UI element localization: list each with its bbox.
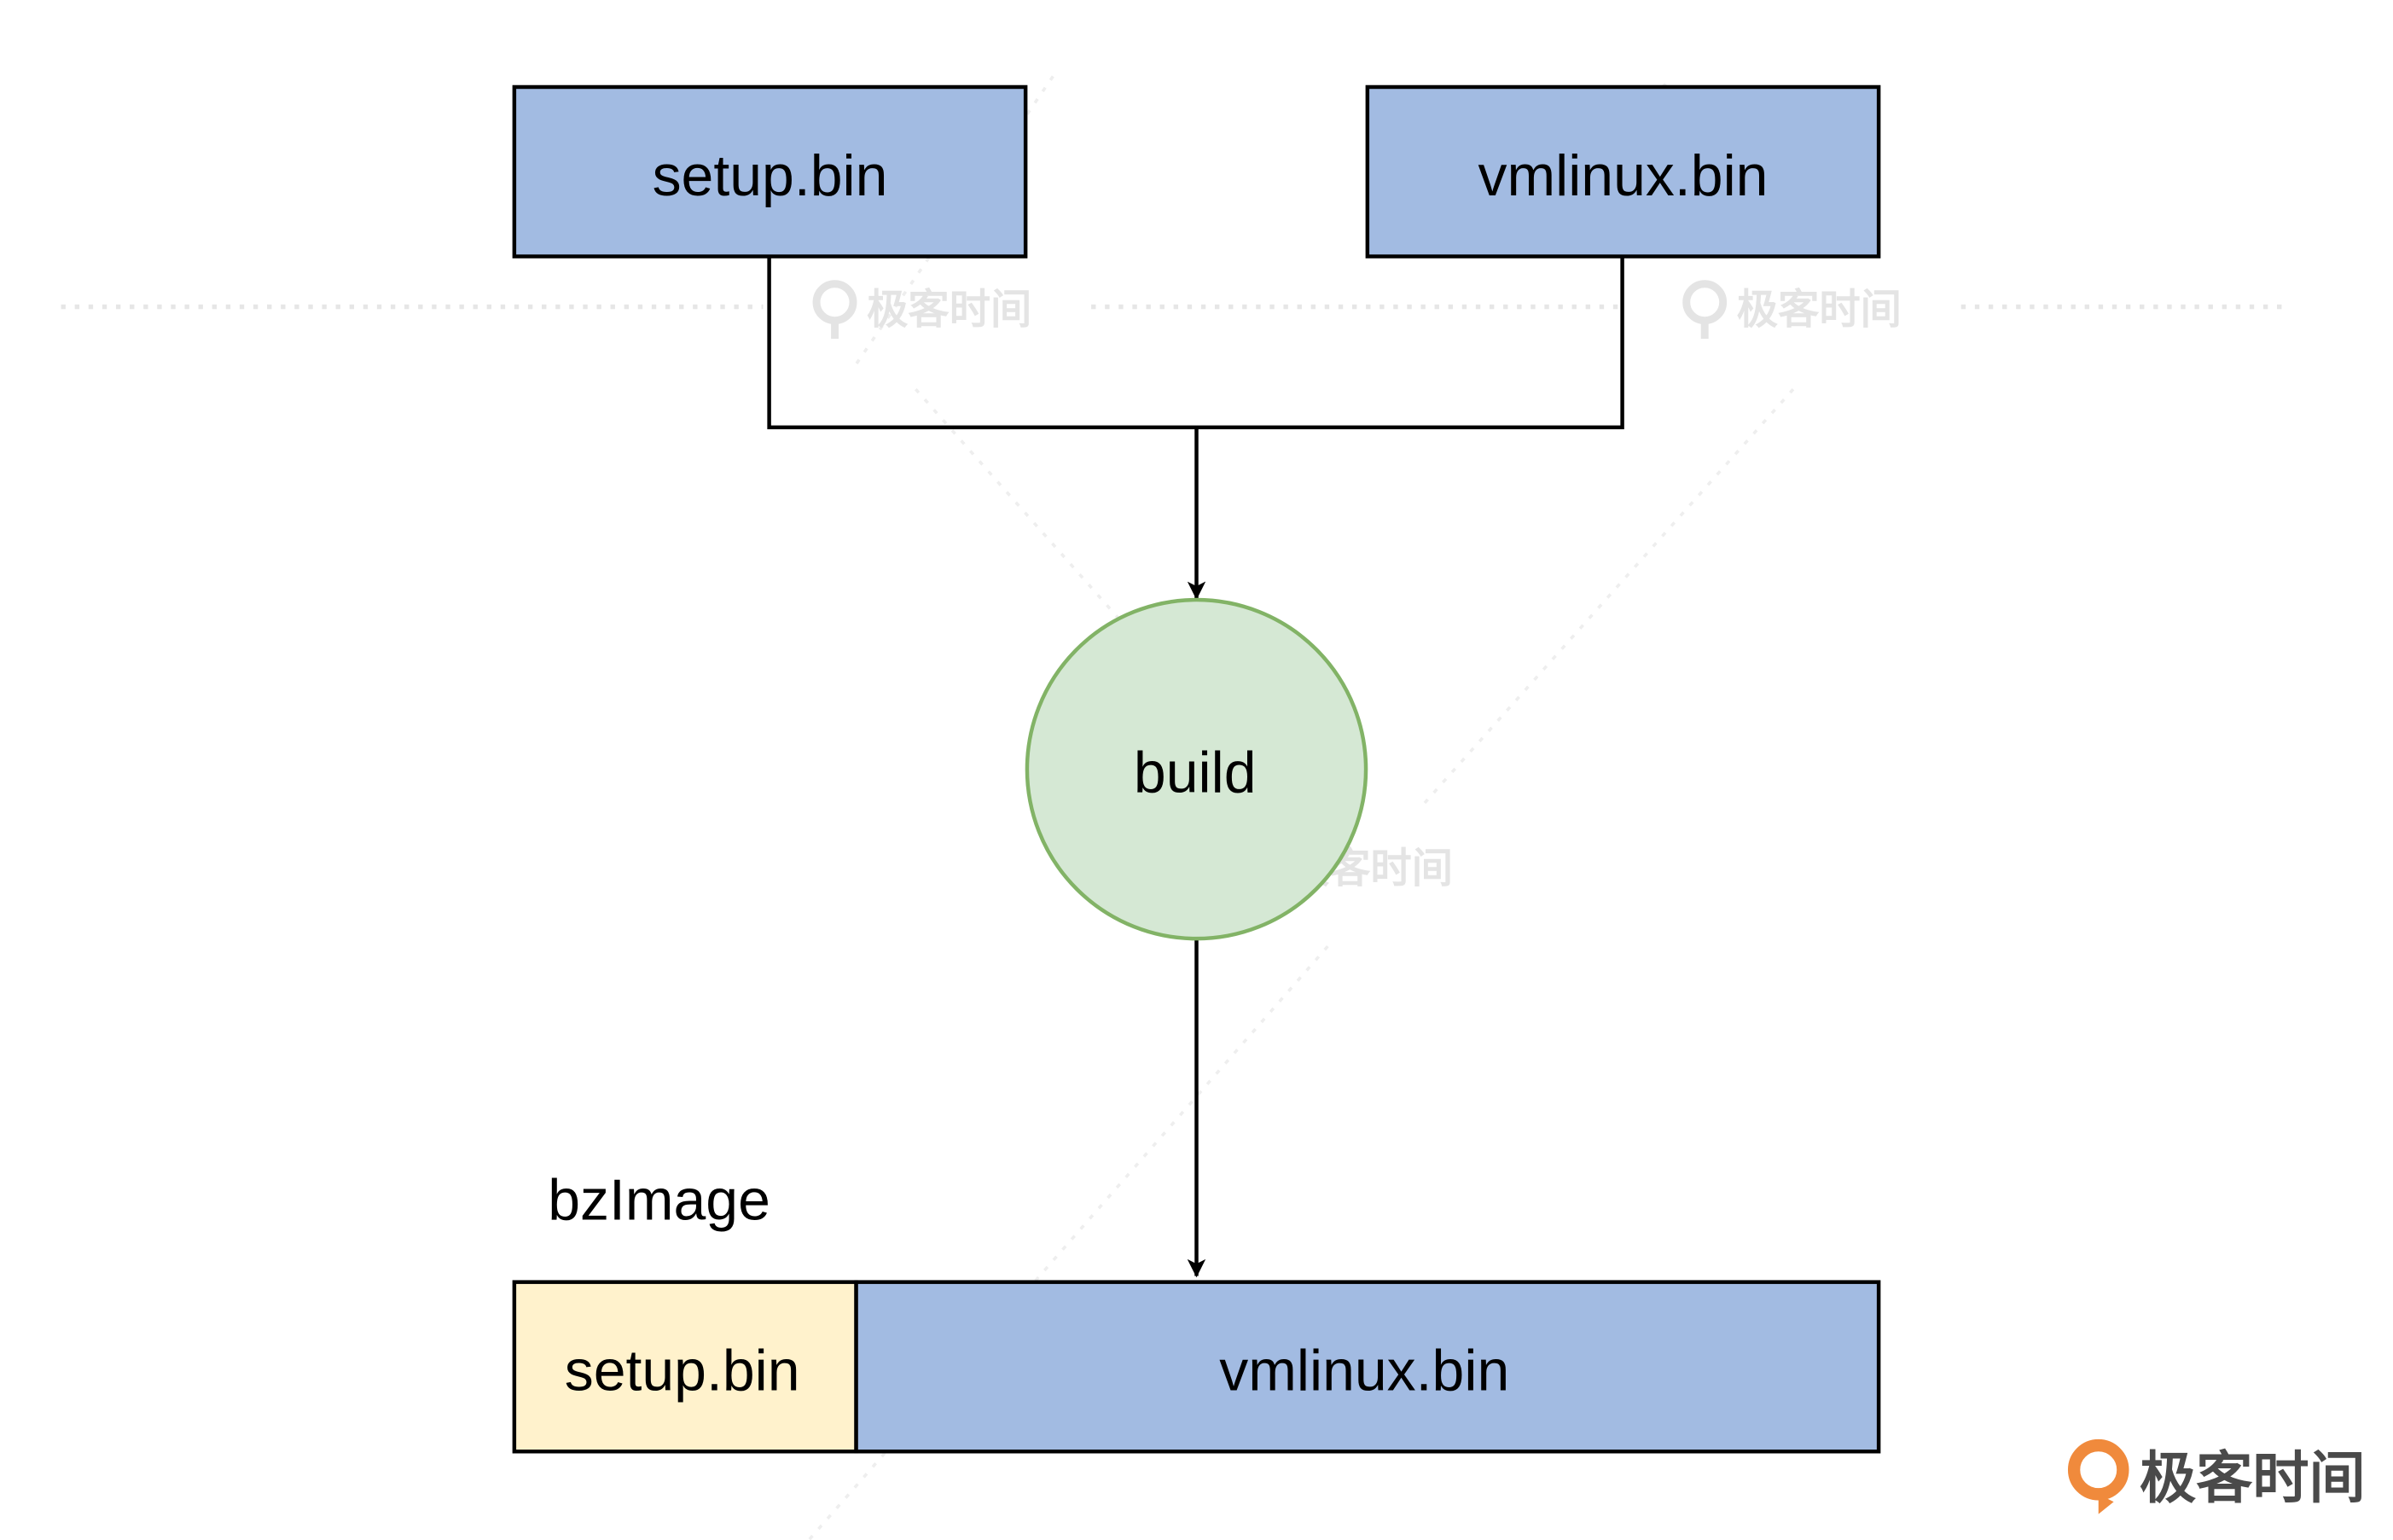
watermark-2: 极客时间: [1682, 280, 1902, 340]
edge-setup-to-build: [767, 256, 1197, 430]
setup-bottom-label: setup.bin: [565, 1339, 800, 1403]
setup-top-label: setup.bin: [653, 143, 888, 208]
watermark-text-2: 极客时间: [1737, 286, 1902, 334]
node-build: build: [1025, 597, 1368, 941]
build-label: build: [1134, 740, 1257, 805]
watermark-text-1: 极客时间: [867, 286, 1031, 334]
geektime-logo-icon: [2067, 1438, 2129, 1514]
vmlinux-top-label: vmlinux.bin: [1478, 143, 1769, 208]
vmlinux-top-box: [1365, 84, 1881, 259]
build-circle: [1025, 597, 1368, 941]
vmlinux-bottom-label: vmlinux.bin: [1219, 1339, 1509, 1403]
node-setup-top: setup.bin: [512, 84, 1028, 259]
setup-top-box: [512, 84, 1028, 259]
vmlinux-bottom-box: [854, 1280, 1881, 1454]
node-vmlinux-top: vmlinux.bin: [1365, 84, 1881, 259]
connectors: [767, 256, 1624, 1278]
node-bzimage: setup.bin vmlinux.bin: [512, 1280, 1881, 1454]
brand-text: 极客时间: [2140, 1445, 2366, 1511]
watermark-1: 极客时间: [812, 280, 1031, 340]
bzimage-label: bzImage: [548, 1167, 770, 1232]
edge-vmlinux-to-build: [1196, 256, 1624, 430]
brand-logo: 极客时间: [2067, 1438, 2366, 1514]
